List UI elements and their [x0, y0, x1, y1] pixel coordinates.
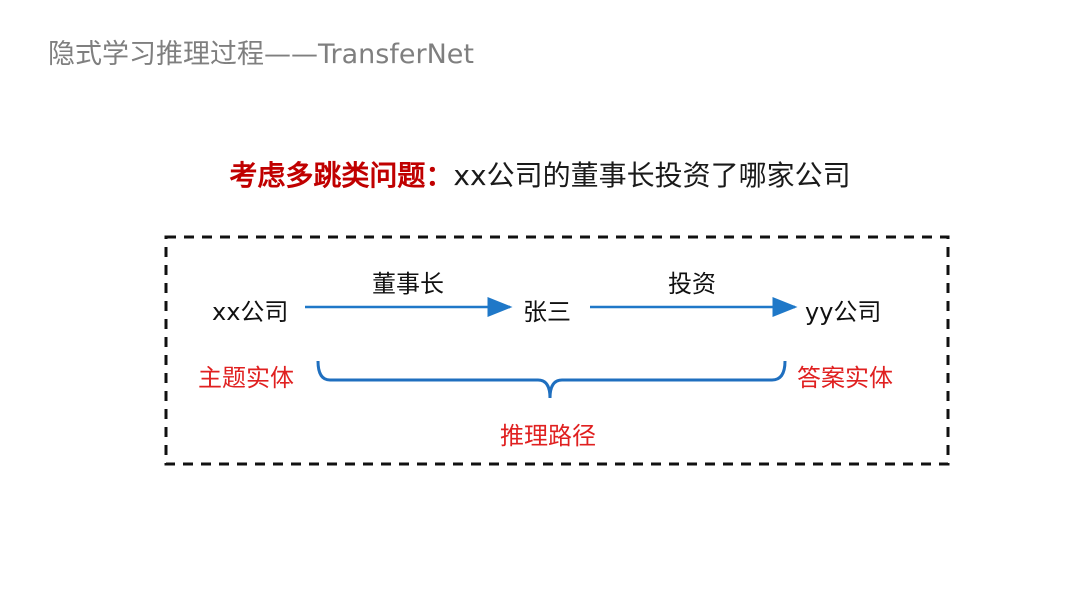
path-brace [316, 360, 787, 399]
edge-label-chairman: 董事长 [372, 270, 444, 298]
node-start: xx公司 [212, 298, 289, 326]
topic-entity-label: 主题实体 [198, 364, 294, 392]
slide-title: 隐式学习推理过程——TransferNet [48, 39, 474, 70]
reasoning-path-label: 推理路径 [500, 422, 596, 450]
answer-entity-label: 答案实体 [797, 364, 893, 392]
node-middle: 张三 [523, 298, 571, 326]
question-line: 考虑多跳类问题：xx公司的董事长投资了哪家公司 [0, 154, 1080, 194]
question-prefix: 考虑多跳类问题： [229, 159, 454, 192]
question-text: xx公司的董事长投资了哪家公司 [453, 159, 851, 192]
node-end: yy公司 [805, 298, 882, 326]
edge-label-invest: 投资 [668, 270, 716, 298]
